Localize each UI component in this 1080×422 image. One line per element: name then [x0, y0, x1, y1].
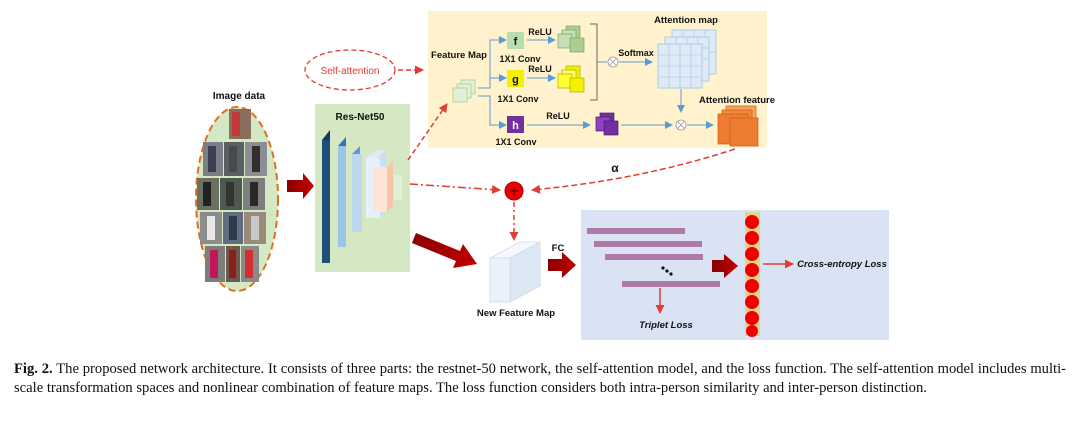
input-arrow	[287, 173, 314, 199]
feature-map-branches	[478, 36, 507, 129]
new-feature-map-label: New Feature Map	[477, 308, 555, 319]
attention-map: Attention map	[654, 15, 718, 89]
attention-feature-label: Attention feature	[699, 95, 775, 106]
pedestrian-images	[197, 109, 267, 282]
self-attention-ellipse	[304, 49, 396, 91]
resnet-to-attention-arrow	[407, 103, 448, 161]
branch-h: h ReLU 1X1 Conv	[495, 111, 619, 147]
f-conv-label: 1X1 Conv	[499, 54, 540, 64]
attention-map-label: Attention map	[654, 15, 718, 26]
g-symbol: g	[512, 74, 519, 86]
g-conv-label: 1X1 Conv	[497, 94, 538, 104]
h-relu-label: ReLU	[546, 111, 570, 121]
f-symbol: f	[514, 36, 518, 48]
fc-nodes	[745, 212, 760, 337]
resnet-to-sum-arrow	[409, 183, 501, 194]
fc-arrow	[548, 252, 576, 278]
caption-label: Fig. 2.	[14, 361, 53, 377]
self-attention-callout: Self-attention	[304, 49, 424, 91]
branch-f: f ReLU 1X1 Conv	[499, 25, 585, 64]
feature-map-label: Feature Map	[431, 50, 487, 61]
h-conv-label: 1X1 Conv	[495, 137, 536, 147]
attention-multiply-node	[675, 119, 687, 131]
cross-entropy-loss-label: Cross-entropy Loss	[797, 259, 887, 270]
h-symbol: h	[512, 120, 519, 132]
branch-g: g ReLU 1X1 Conv	[497, 64, 585, 104]
matmul-node	[607, 56, 619, 68]
figure-caption: Fig. 2. The proposed network architectur…	[14, 360, 1066, 398]
caption-text: The proposed network architecture. It co…	[14, 361, 1067, 396]
resnet-block: Res-Net50	[315, 104, 410, 272]
image-data-label: Image data	[213, 91, 266, 102]
softmax-label: Softmax	[618, 48, 654, 58]
resnet-label: Res-Net50	[336, 112, 385, 123]
fc-layer-arrow	[712, 254, 738, 278]
h-box	[507, 116, 524, 133]
image-data-panel: Image data	[195, 91, 279, 292]
g-box	[507, 70, 524, 87]
triplet-loss-label: Triplet Loss	[639, 320, 693, 331]
f-box	[507, 32, 524, 49]
sum-node	[504, 181, 524, 201]
new-feature-map-cube	[489, 241, 541, 303]
resnet-to-feature-arrow	[412, 233, 477, 268]
loss-panel: Triplet Loss Cross-entropy Loss	[581, 210, 889, 340]
architecture-figure: Image data	[195, 11, 889, 340]
resnet-conv-layers	[322, 130, 402, 263]
feature-map: Feature Map	[431, 50, 487, 103]
attention-feature-stack	[717, 105, 759, 147]
g-relu-label: ReLU	[528, 64, 552, 74]
self-attention-label: Self-attention	[321, 66, 380, 77]
fc-label: FC	[552, 243, 565, 254]
alpha-label: α	[611, 161, 619, 175]
attention-to-sum-arrow	[531, 148, 736, 194]
f-relu-label: ReLU	[528, 27, 552, 37]
